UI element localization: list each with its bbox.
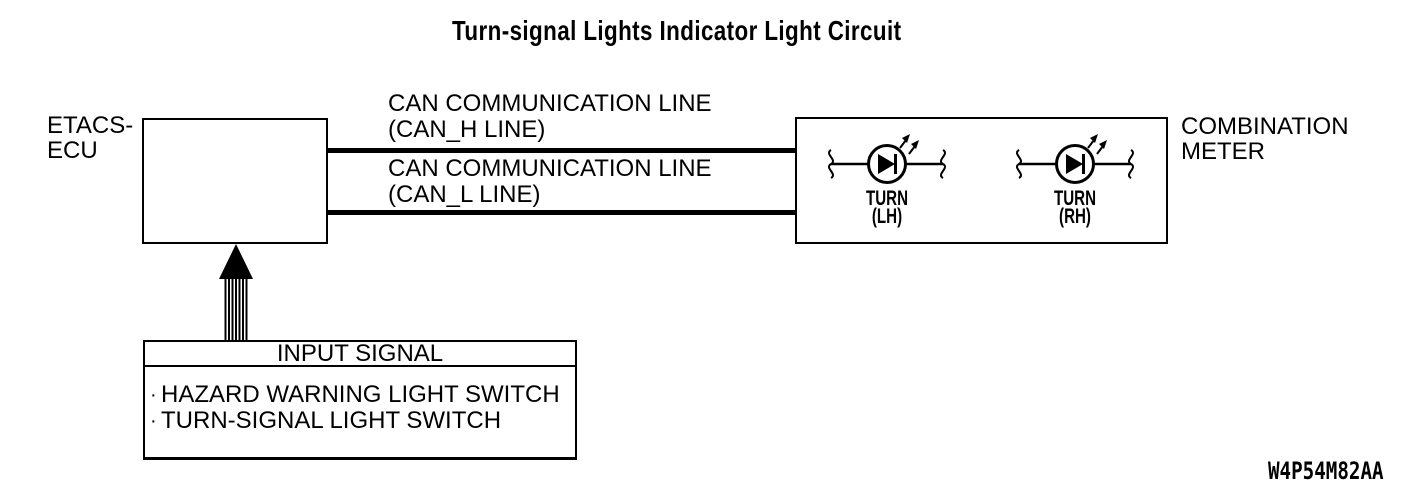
etacs-ecu-label-line2: ECU	[47, 137, 98, 164]
wire-break-icon	[940, 149, 946, 179]
diode-triangle	[1066, 154, 1083, 174]
bullet: ·	[150, 410, 157, 432]
input-signal-header: INPUT SIGNAL	[145, 342, 575, 367]
turn-rh-name: TURN	[1053, 187, 1096, 210]
combination-meter-box	[795, 117, 1168, 244]
etacs-ecu-box	[142, 118, 328, 244]
arrow-head	[219, 244, 253, 279]
combination-meter-label-line2: METER	[1181, 138, 1265, 165]
led-icon-turn-rh	[1016, 134, 1134, 184]
etacs-ecu-label-line1: ETACS-	[47, 112, 134, 139]
etacs-ecu-label: ETACS- ECU	[47, 113, 133, 163]
light-emission-arrows-icon	[1087, 134, 1107, 155]
input-signal-box: INPUT SIGNAL ·HAZARD WARNING LIGHT SWITC…	[143, 340, 577, 460]
input-signal-item-2: TURN-SIGNAL LIGHT SWITCH	[161, 407, 502, 434]
input-signal-list: ·HAZARD WARNING LIGHT SWITCH ·TURN-SIGNA…	[145, 367, 575, 434]
can-l-wire	[328, 210, 796, 215]
can-l-line-sub: (CAN_L LINE)	[388, 181, 541, 208]
bullet: ·	[150, 384, 157, 406]
turn-lh-label: TURN (LH)	[851, 187, 923, 228]
turn-rh-label: TURN (RH)	[1039, 187, 1111, 228]
can-l-line-name: CAN COMMUNICATION LINE	[388, 155, 712, 182]
input-signal-item-1: HAZARD WARNING LIGHT SWITCH	[161, 381, 560, 408]
turn-lh-name: TURN	[865, 187, 908, 210]
light-emission-arrows-icon	[899, 134, 919, 155]
wire-break-icon	[1128, 149, 1134, 179]
diode-triangle	[878, 154, 895, 174]
turn-lh-sub: (LH)	[871, 205, 903, 228]
led-icon-turn-lh	[828, 134, 946, 184]
combination-meter-label-line1: COMBINATION	[1181, 113, 1349, 140]
diagram-title: Turn-signal Lights Indicator Light Circu…	[452, 15, 902, 46]
can-l-line-label: CAN COMMUNICATION LINE (CAN_L LINE)	[388, 156, 712, 208]
combination-meter-label: COMBINATION METER	[1181, 114, 1349, 164]
can-h-wire	[328, 148, 796, 153]
can-h-line-name: CAN COMMUNICATION LINE	[388, 90, 712, 117]
list-item: ·TURN-SIGNAL LIGHT SWITCH	[150, 408, 575, 434]
signal-arrow-icon	[219, 244, 253, 341]
turn-rh-sub: (RH)	[1059, 205, 1091, 228]
can-h-line-label: CAN COMMUNICATION LINE (CAN_H LINE)	[388, 91, 712, 143]
arrow-shaft	[224, 277, 248, 341]
list-item: ·HAZARD WARNING LIGHT SWITCH	[150, 382, 575, 408]
can-h-line-sub: (CAN_H LINE)	[388, 116, 546, 143]
figure-code: W4P54M82AA	[1268, 457, 1384, 485]
